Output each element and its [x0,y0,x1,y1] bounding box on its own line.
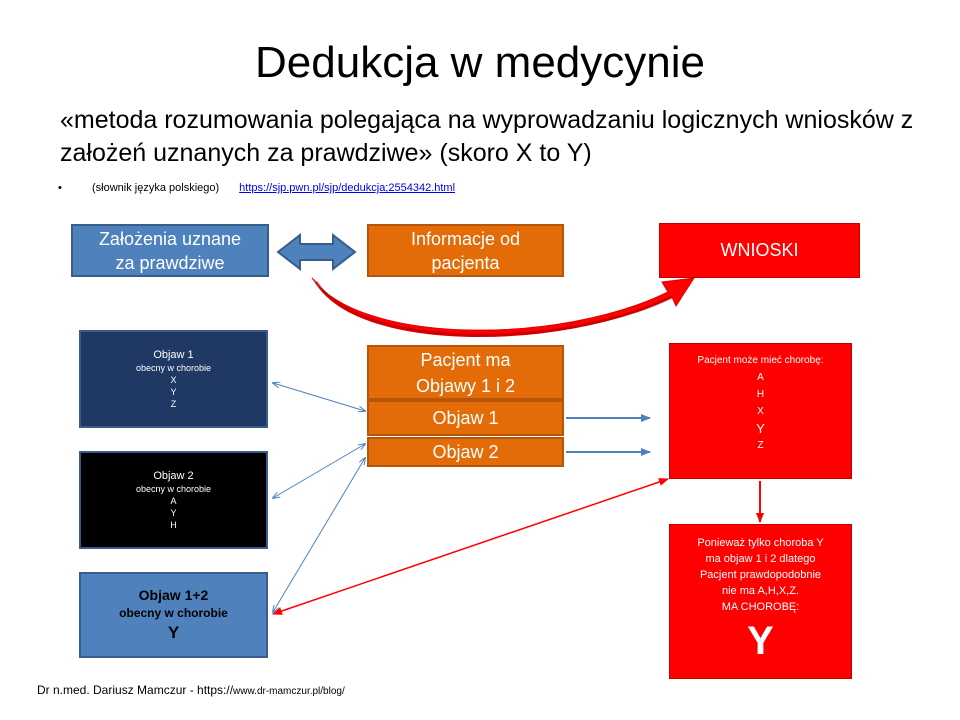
zalozenia-line1: Założenia uznane [98,228,242,249]
objaw2-disease: H [170,520,177,530]
zalozenia-box: Założenia uznane za prawdziwe [71,224,269,277]
objaw2-disease: A [170,496,177,506]
informacje-box: Informacje od pacjenta [367,224,564,277]
connector-objaw2 [273,444,365,498]
objaw12-disease: Y [167,623,180,642]
definition-quote: «metoda rozumowania polegająca na wyprow… [60,106,914,167]
poniewaz-line: Ponieważ tylko choroba Y [697,537,824,549]
footer-author: Dr n.med. Dariusz Mamczur - https:// [37,683,234,697]
moze-disease: A [757,372,764,383]
curved-arrow-icon [311,277,695,338]
poniewaz-line: MA CHOROBĘ: [721,601,800,613]
connector-objaw12 [273,458,365,612]
moze-disease: H [756,389,765,400]
poniewaz-line: Pacjent prawdopodobnie [699,569,822,581]
moze-disease: X [757,406,764,417]
arrow-red-diagonal [272,478,669,615]
source-label: (słownik języka polskiego) [92,182,220,194]
pacjent-box: Pacjent ma Objawy 1 i 2 [367,345,564,400]
moze-box: Pacjent może mieć chorobę: A H X Y Z [669,343,852,479]
middle-objaw2-box: Objaw 2 [367,437,564,467]
poniewaz-line: nie ma A,H,X,Z. [721,585,800,597]
page-title: Dedukcja w medycynie [255,38,705,87]
bullet-marker: • [58,182,62,194]
objaw1-disease: Y [170,387,177,397]
objaw12-box: Objaw 1+2 obecny w chorobie Y [79,572,268,658]
poniewaz-line: ma objaw 1 i 2 dlatego [705,553,816,565]
middle-objaw2-label: Objaw 2 [432,441,499,462]
objaw2-header: Objaw 2 [153,470,194,482]
connector-objaw1 [273,383,365,411]
objaw12-desc: obecny w chorobie [119,606,228,620]
informacje-line2: pacjenta [431,252,500,273]
source-link[interactable]: https://sjp.pwn.pl/sjp/dedukcja;2554342.… [239,182,456,194]
pacjent-line1: Pacjent ma [420,349,511,370]
footer-credit: Dr n.med. Dariusz Mamczur - https://www.… [37,683,345,699]
objaw12-header: Objaw 1+2 [138,587,209,603]
poniewaz-result: Y [747,619,774,663]
zalozenia-line2: za prawdziwe [115,252,225,273]
informacje-line1: Informacje od [410,228,521,249]
source-bullet: • (słownik języka polskiego) https://sjp.p… [58,181,455,195]
objaw2-desc: obecny w chorobie [135,484,212,494]
curved-arrow-shadow [314,281,673,337]
objaw1-desc: obecny w chorobie [135,363,212,373]
double-arrow-icon [276,232,357,272]
objaw2-disease: Y [170,508,177,518]
pacjent-line2: Objawy 1 i 2 [415,375,516,396]
middle-objaw1-label: Objaw 1 [432,407,499,428]
wnioski-box: WNIOSKI [659,223,860,278]
objaw1-disease: X [170,375,177,385]
wnioski-label: WNIOSKI [720,240,799,260]
middle-objaw1-box: Objaw 1 [367,400,564,436]
moze-disease: Y [756,421,765,436]
objaw1-disease: Z [170,399,177,409]
moze-header: Pacjent może mieć chorobę: [697,355,824,366]
moze-disease: Z [757,440,764,451]
objaw1-header: Objaw 1 [153,349,194,361]
poniewaz-box: Ponieważ tylko choroba Y ma objaw 1 i 2 … [669,524,852,679]
footer-url[interactable]: www.dr-mamczur.pl/blog/ [233,686,345,697]
objaw1-box: Objaw 1 obecny w chorobie X Y Z [79,330,268,428]
objaw2-box: Objaw 2 obecny w chorobie A Y H [79,451,268,549]
